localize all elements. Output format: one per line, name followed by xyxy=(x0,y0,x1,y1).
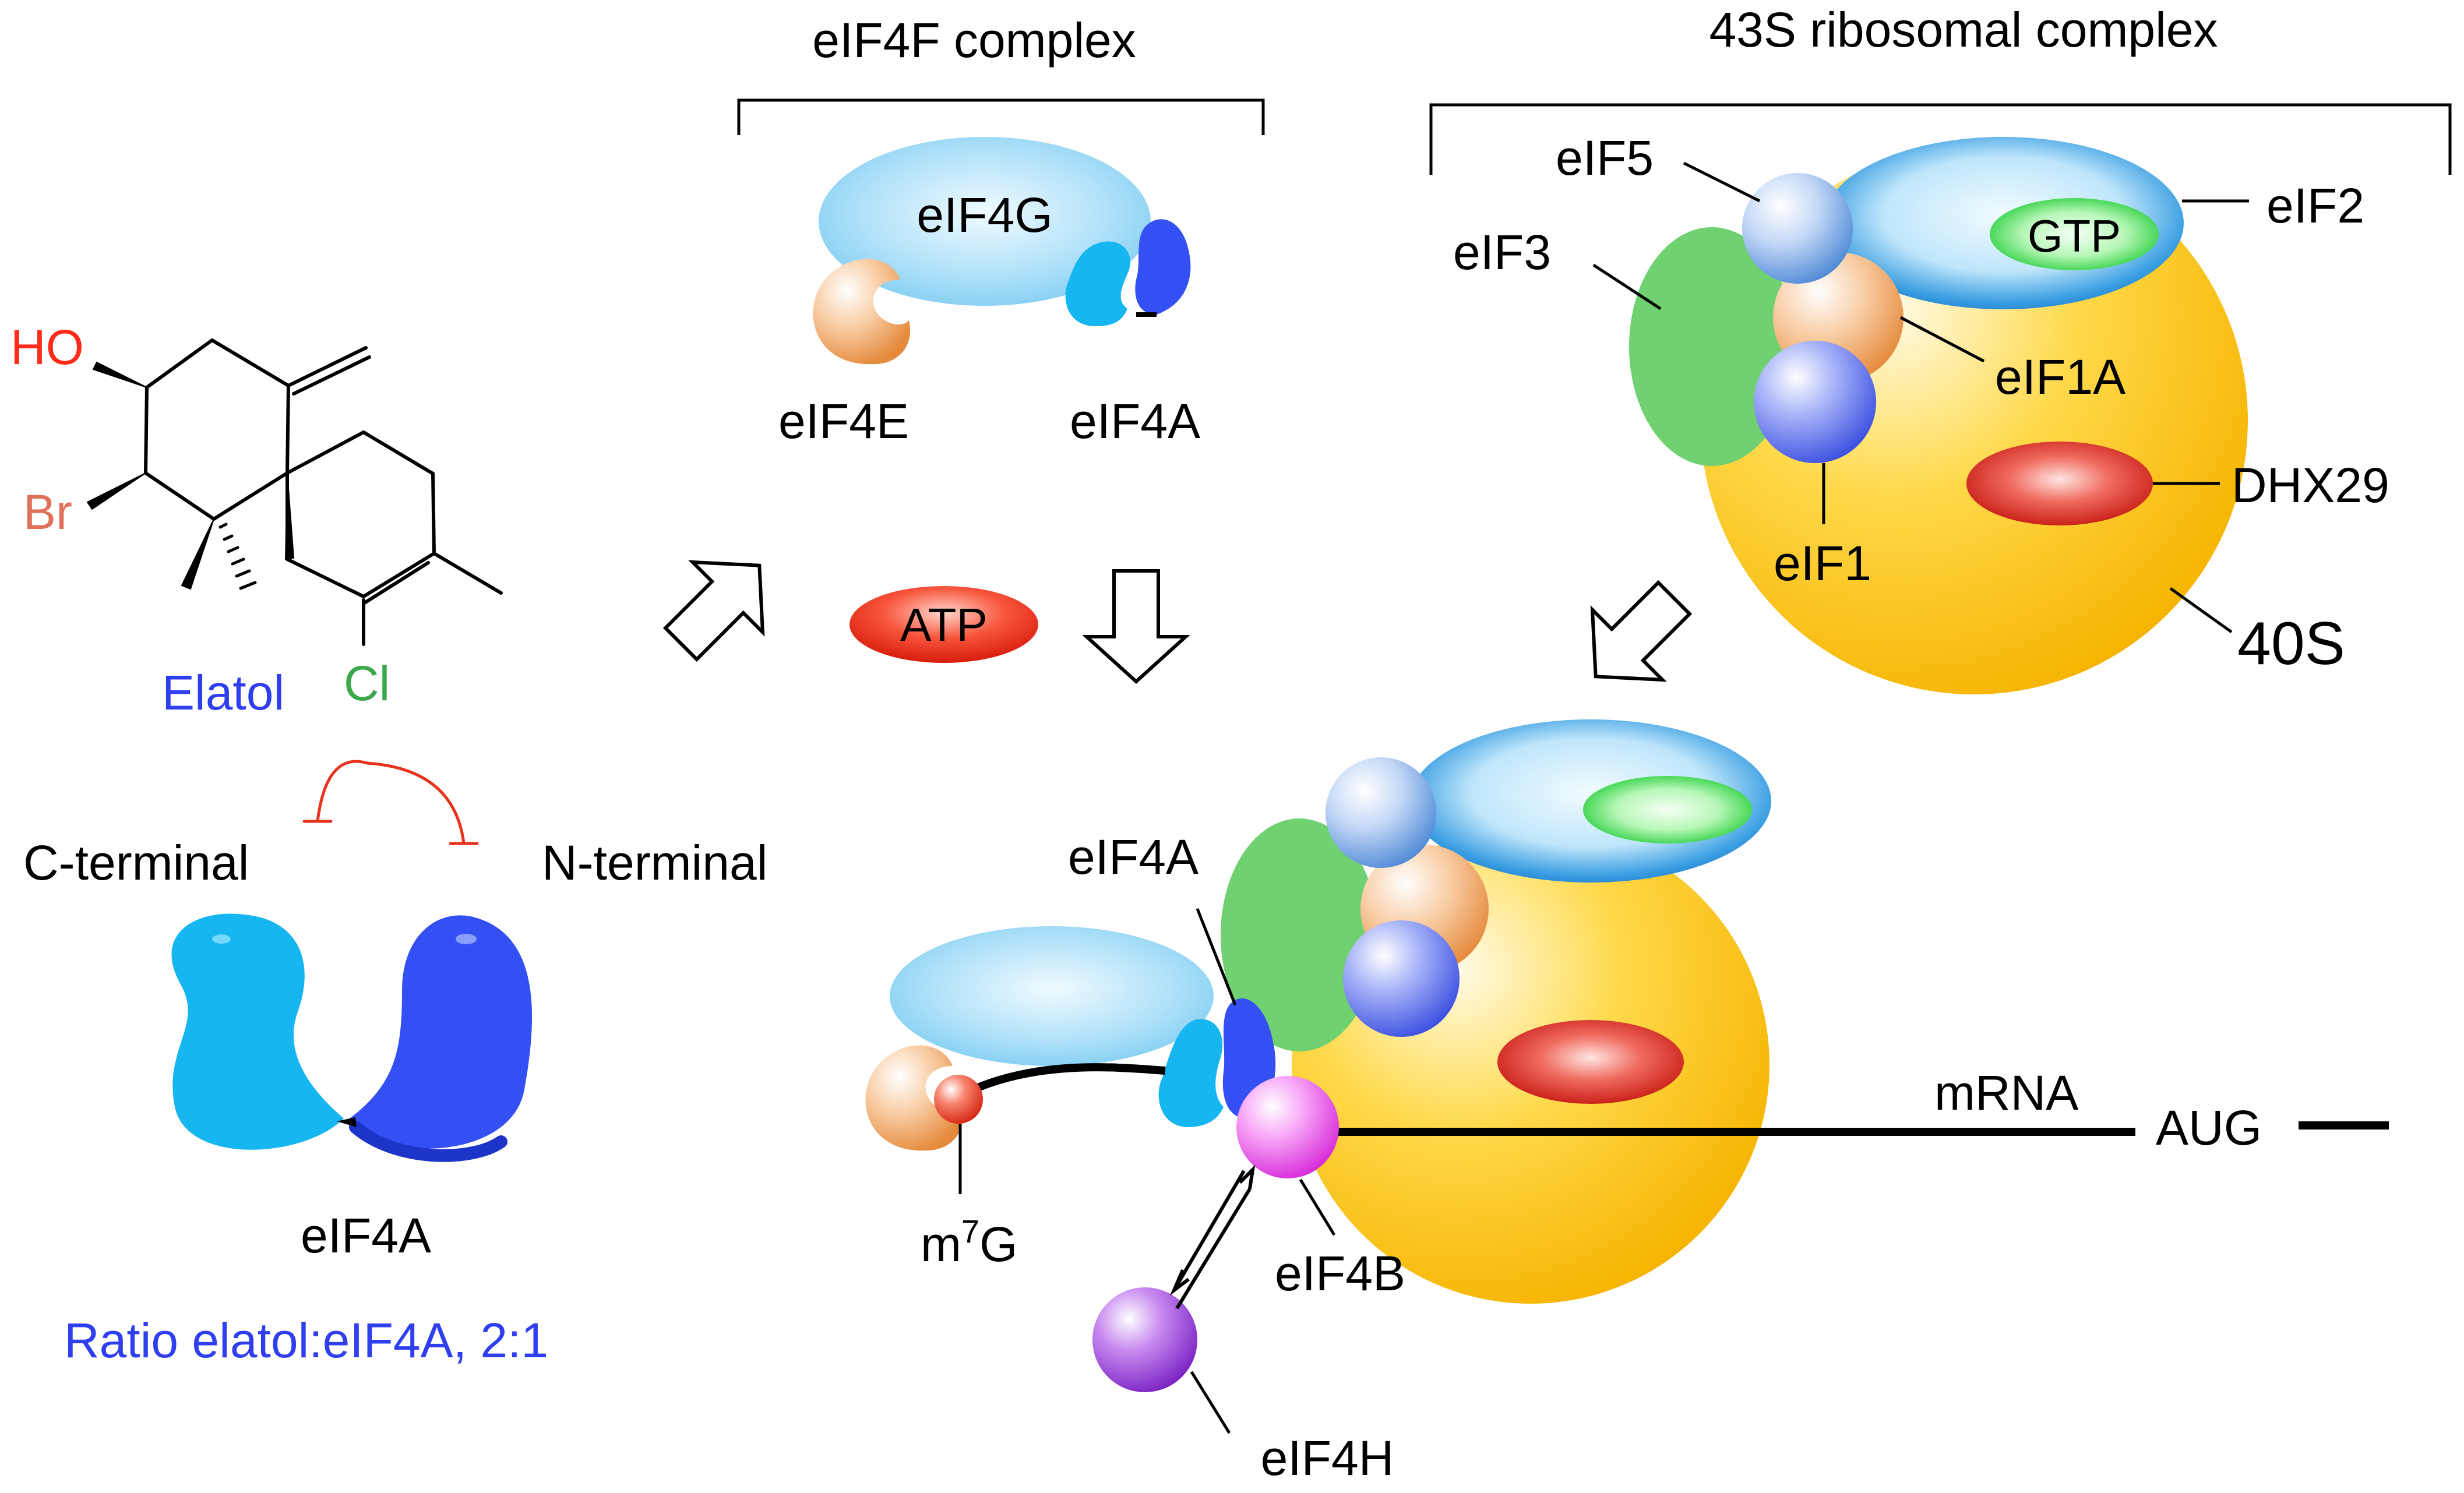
eif4e-crescent xyxy=(813,259,911,365)
eif4h-label: eIF4H xyxy=(1261,1431,1394,1485)
n-terminal-label: N-terminal xyxy=(542,835,767,890)
m7g-label: m7G xyxy=(921,1213,1017,1272)
eif1-sphere xyxy=(1754,341,1876,463)
eif4e-label: eIF4E xyxy=(778,394,909,449)
equilibrium-arrows xyxy=(1169,1164,1256,1310)
eif4a-protein-large xyxy=(171,913,533,1162)
assembly-leader-lines xyxy=(958,908,1336,1434)
eif4a-small-c xyxy=(1065,241,1131,326)
eif1a-label: eIF1A xyxy=(1995,350,2125,404)
atp-oval xyxy=(849,586,1038,663)
elatol-structure xyxy=(86,338,503,646)
ribosome-leader-lines xyxy=(1592,161,2249,634)
assembled-eif1 xyxy=(1343,920,1460,1037)
flow-arrows xyxy=(662,560,1693,684)
eif4f-complex xyxy=(813,137,1191,365)
ratio-label: Ratio elatol:eIF4A, 2:1 xyxy=(64,1313,548,1368)
gtp-oval xyxy=(1990,198,2159,270)
eif4a-small-n xyxy=(1135,219,1191,315)
arrow-down xyxy=(1082,569,1190,684)
chlorine-label: Cl xyxy=(344,656,390,711)
eif4f-title: eIF4F complex xyxy=(812,13,1136,68)
mrna-label: mRNA xyxy=(1934,1065,2078,1120)
eif4h-sphere xyxy=(1092,1287,1197,1392)
ribosome-title: 43S ribosomal complex xyxy=(1709,2,2218,57)
assembled-eif4a-label: eIF4A xyxy=(1068,830,1198,884)
gtp-label: GTP xyxy=(2028,210,2121,262)
arrow-down-left xyxy=(1590,580,1693,682)
eif4g-label: eIF4G xyxy=(916,188,1052,242)
eif3-blob xyxy=(1629,227,1795,466)
assembled-eif4a-c xyxy=(1158,1019,1224,1127)
arrow-up-right xyxy=(662,560,765,662)
assembled-gtp xyxy=(1583,776,1752,843)
eif5-label: eIF5 xyxy=(1556,130,1654,185)
c-terminal-label: C-terminal xyxy=(23,835,249,890)
eif4a-label: eIF4A xyxy=(1070,394,1200,449)
ribosome-40s-label: 40S xyxy=(2237,610,2345,677)
mrna-loop xyxy=(953,1063,1166,1102)
eif4f-bracket xyxy=(737,98,1265,135)
eif2-label: eIF2 xyxy=(2266,178,2364,233)
eif1-label: eIF1 xyxy=(1774,536,1871,591)
eif4a-protein-label: eIF4A xyxy=(301,1208,431,1263)
ribosome-bracket xyxy=(1429,103,2452,175)
eif5-sphere xyxy=(1742,173,1853,284)
inhibition-arcs xyxy=(302,760,479,845)
dhx29-oval xyxy=(1966,442,2153,525)
compound-name: Elatol xyxy=(162,665,284,720)
eif4b-label: eIF4B xyxy=(1275,1246,1405,1301)
eif4b-sphere xyxy=(1236,1076,1339,1178)
preinitiation-complex xyxy=(865,719,2389,1392)
n-lobe xyxy=(350,915,533,1149)
m7g-cap xyxy=(934,1075,983,1124)
assembled-eif4g xyxy=(890,926,1214,1066)
c-lobe xyxy=(171,913,344,1150)
bromine-label: Br xyxy=(23,485,72,539)
atp-label: ATP xyxy=(900,599,988,651)
eif3-label: eIF3 xyxy=(1453,225,1551,280)
hydroxyl-label: HO xyxy=(10,320,84,375)
43s-complex xyxy=(1629,137,2248,694)
dhx29-label: DHX29 xyxy=(2232,458,2389,513)
aug-label: AUG xyxy=(2156,1100,2262,1155)
assembled-dhx29 xyxy=(1497,1020,1684,1104)
assembled-eif5 xyxy=(1326,757,1436,868)
eif4g-oval xyxy=(819,137,1151,306)
assembled-eif4e xyxy=(865,1045,963,1151)
assembled-eif3 xyxy=(1221,818,1378,1051)
